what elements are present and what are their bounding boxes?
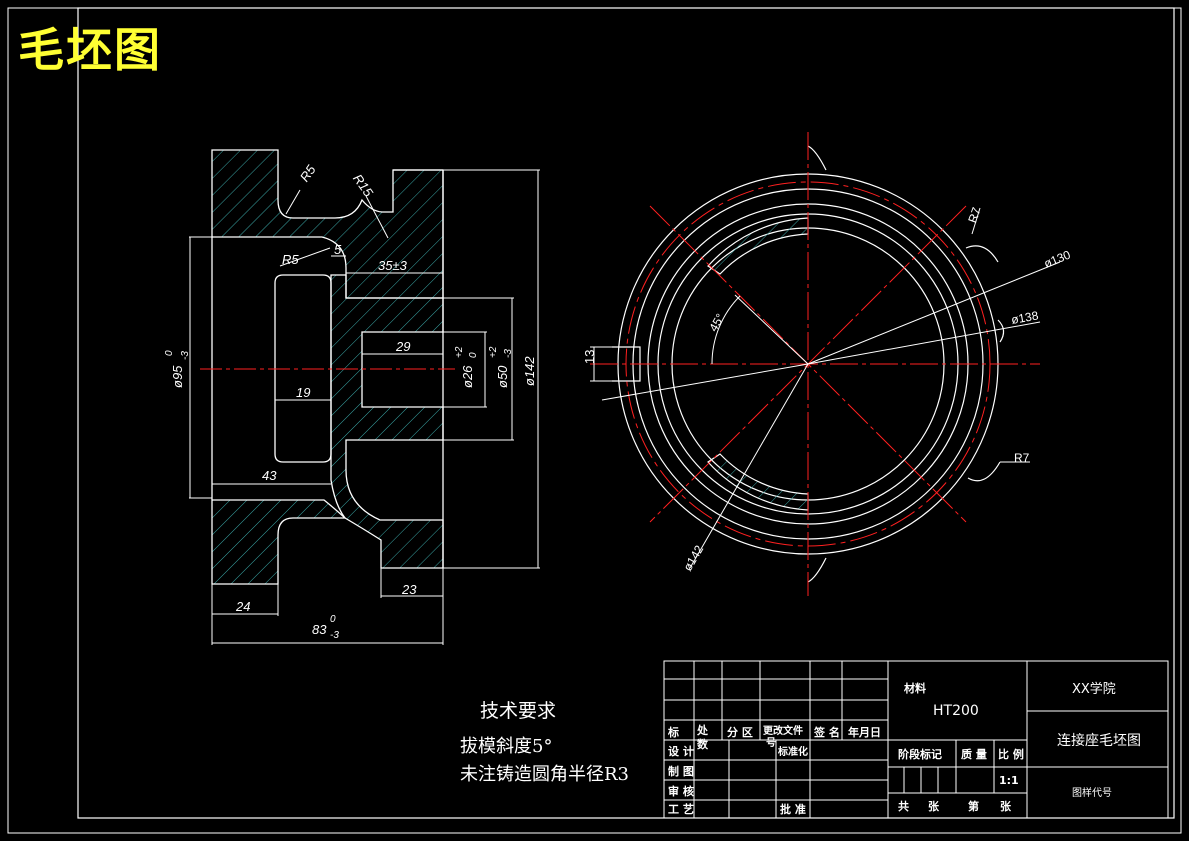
ear-right-1 [965, 245, 999, 263]
section-hatch-hub [330, 274, 444, 569]
tb-stage-mark: 阶段标记 [898, 748, 942, 761]
dim-dia26-tol-lower: 0 [468, 352, 479, 358]
dim-r5-left: R5 [282, 252, 299, 267]
tb-material: HT200 [933, 703, 979, 719]
dim-dia95-tol-upper: 0 [164, 350, 175, 356]
section-hatch-bottom [211, 499, 347, 585]
ear-right-2 [997, 319, 1005, 343]
tb-mark: 标 [668, 726, 679, 739]
tb-drawing-no: 图样代号 [1072, 788, 1112, 799]
dim-dia50-tol-upper: +2 [488, 346, 499, 358]
dim-43: 43 [262, 468, 277, 483]
dim-83-tol-upper: 0 [330, 614, 336, 625]
dim-29: 29 [395, 339, 410, 354]
tb-zone: 分 区 [727, 726, 753, 739]
dim-23: 23 [401, 582, 417, 597]
dim-dia26: ø26 [460, 365, 475, 388]
tb-process: 工 艺 [668, 803, 694, 816]
outer-border [7, 7, 1182, 834]
tech-requirement-2: 未注铸造圆角半径R3 [460, 764, 630, 785]
dim-13: 13 [582, 350, 597, 364]
tb-count: 数 [697, 738, 708, 751]
dim-r7-top: R7 [965, 205, 984, 225]
sheet-title: 毛坯图 [18, 23, 162, 77]
tb-standard: 标准化 [778, 747, 808, 758]
tb-part-name: 连接座毛坯图 [1057, 733, 1141, 749]
front-leader-lines [590, 207, 1061, 569]
title-block [663, 660, 1169, 819]
tb-scale-label: 比 例 [998, 748, 1024, 761]
dim-r15: R15 [350, 171, 376, 200]
dim-19: 19 [296, 385, 310, 400]
lower-slot [707, 453, 809, 511]
tb-date: 年月日 [848, 726, 881, 739]
tb-sign: 签 名 [814, 726, 840, 739]
tb-sheets: 张 [928, 800, 939, 813]
tb-sheets2: 张 [1000, 800, 1011, 813]
dim-83-tol-lower: -3 [330, 630, 339, 641]
tb-design: 设 计 [668, 745, 694, 758]
tb-place: 处 [697, 724, 708, 737]
tb-total: 共 [898, 800, 909, 813]
dim-35: 35±3 [378, 258, 408, 273]
ear-top [807, 145, 827, 171]
tb-material-label: 材料 [904, 682, 926, 695]
ear-right-3 [967, 461, 1001, 482]
front-centerlines [590, 132, 1040, 596]
dim-24: 24 [235, 599, 250, 614]
tb-change-doc: 更改文件 [763, 726, 803, 737]
dim-45: 45° [706, 311, 727, 334]
tech-requirements-heading: 技术要求 [480, 700, 557, 722]
dim-dia142: ø142 [522, 356, 537, 386]
dim-dia130: ø130 [1042, 247, 1073, 270]
tb-weight: 质 量 [961, 748, 987, 761]
section-view [211, 149, 444, 585]
tb-change-doc2: 号 [766, 738, 776, 749]
upper-slot [707, 217, 809, 275]
tb-review: 审 核 [668, 785, 694, 798]
dim-dia95-tol-lower: -3 [180, 351, 191, 360]
dim-5: 5 [334, 242, 342, 257]
tb-scale: 1:1 [999, 774, 1019, 787]
dim-dia95: ø95 [170, 365, 185, 388]
tb-draw: 制 图 [668, 765, 694, 778]
dim-dia50-tol-lower: -3 [503, 349, 514, 358]
section-hatch-top [211, 149, 444, 299]
dim-dia50: ø50 [495, 365, 510, 388]
tb-sheet-no: 第 [968, 800, 979, 813]
tech-requirement-1: 拔模斜度5° [460, 736, 553, 757]
dim-r7-bottom: R7 [1014, 451, 1030, 465]
dim-dia138: ø138 [1010, 308, 1040, 327]
tb-approve: 批 准 [780, 803, 806, 816]
dim-dia26-tol-upper: +2 [454, 346, 465, 358]
dim-83: 83 [312, 622, 327, 637]
inner-border [77, 7, 1175, 819]
section-dimension-lines [189, 169, 540, 645]
dim-r5-top: R5 [297, 162, 319, 185]
section-cavity [274, 274, 332, 463]
ear-bottom [807, 557, 827, 583]
tb-school: XX学院 [1072, 682, 1116, 697]
